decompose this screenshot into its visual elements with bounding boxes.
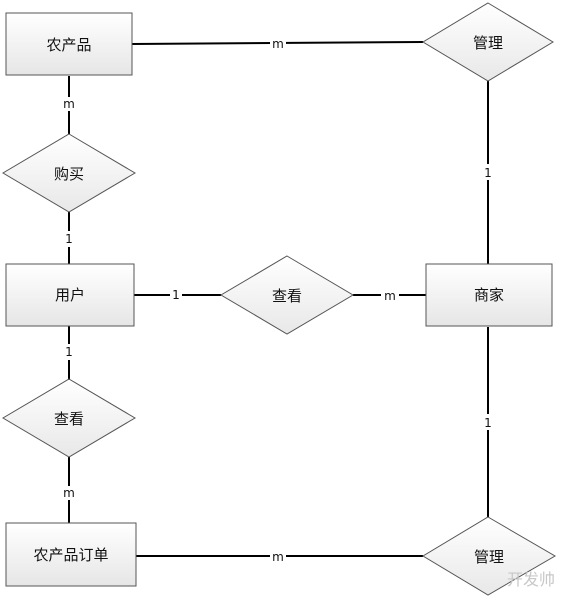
relationship-view-center[interactable]: 查看 [220, 255, 354, 335]
entity-user[interactable]: 用户 [5, 263, 135, 327]
entity-user-label: 用户 [55, 286, 85, 304]
entity-product-label: 农产品 [46, 36, 91, 54]
relationship-buy[interactable]: 购买 [2, 133, 136, 213]
cardinality-buy-user: 1 [65, 232, 73, 246]
entity-product[interactable]: 农产品 [5, 12, 133, 76]
entity-order-label: 农产品订单 [33, 546, 108, 564]
relationship-manage-top[interactable]: 管理 [422, 2, 554, 82]
relationship-manage-top-label: 管理 [473, 34, 503, 52]
entity-merchant[interactable]: 商家 [425, 263, 553, 327]
relationship-view-left-label: 查看 [54, 410, 84, 428]
cardinality-product-manage: m [272, 37, 284, 51]
cardinality-view-merchant: m [384, 289, 396, 303]
relationship-buy-label: 购买 [54, 165, 84, 183]
watermark: 开发帅 [507, 570, 555, 589]
cardinality-merchant-manage-bottom: 1 [484, 416, 492, 430]
relationship-view-left[interactable]: 查看 [2, 378, 136, 458]
cardinality-manage-merchant: 1 [484, 166, 492, 180]
cardinality-user-view-left: 1 [65, 345, 73, 359]
cardinality-view-order: m [63, 486, 75, 500]
relationship-view-center-label: 查看 [272, 287, 302, 305]
cardinality-order-manage: m [272, 550, 284, 564]
cardinality-labels: m 1 m 1 1 m 1 m 1 m [60, 36, 494, 564]
cardinality-product-buy: m [63, 97, 75, 111]
cardinality-user-view: 1 [172, 288, 180, 302]
entity-merchant-label: 商家 [474, 286, 504, 304]
relationship-manage-bottom[interactable]: 管理 [422, 516, 556, 596]
relationship-manage-bottom-label: 管理 [474, 548, 504, 566]
entity-order[interactable]: 农产品订单 [5, 522, 137, 587]
